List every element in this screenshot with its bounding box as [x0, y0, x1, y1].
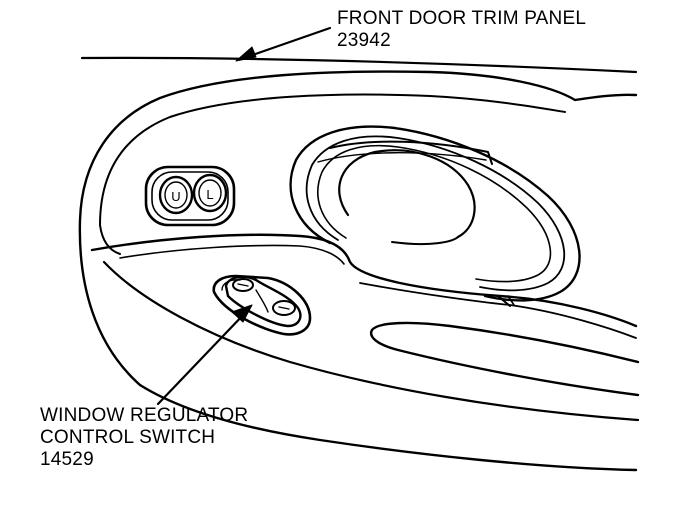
unlock-button-label: U — [171, 189, 180, 204]
window-switch-name-line1: WINDOW REGULATOR — [40, 405, 249, 426]
armrest-shoulder — [90, 233, 638, 339]
trim-panel-top-edge — [80, 56, 638, 74]
door-handle-cup — [338, 149, 476, 246]
window-switch-leader-arrow — [156, 304, 253, 406]
trim-panel-name: FRONT DOOR TRIM PANEL — [337, 8, 587, 29]
armrest-lower-edge — [102, 260, 640, 422]
window-switch-name-line2: CONTROL SWITCH — [40, 427, 216, 448]
trim-panel-outline — [78, 70, 638, 472]
door-lock-switch-bezel — [144, 165, 236, 227]
door-unlock-button — [158, 175, 194, 215]
trim-panel-leader-arrow — [235, 26, 332, 62]
armrest-crease — [369, 321, 640, 397]
window-switch-part-number: 14529 — [40, 449, 94, 470]
door-lock-button — [192, 173, 228, 213]
trim-panel-callout: FRONT DOOR TRIM PANEL 23942 — [337, 8, 586, 52]
window-switch-callout: WINDOW REGULATOR CONTROL SWITCH 14529 — [40, 405, 248, 471]
window-switch-rocker — [224, 275, 302, 328]
door-handle-bezel — [289, 125, 581, 302]
trim-panel-part-number: 23942 — [337, 30, 391, 51]
lock-button-label: L — [206, 187, 213, 202]
